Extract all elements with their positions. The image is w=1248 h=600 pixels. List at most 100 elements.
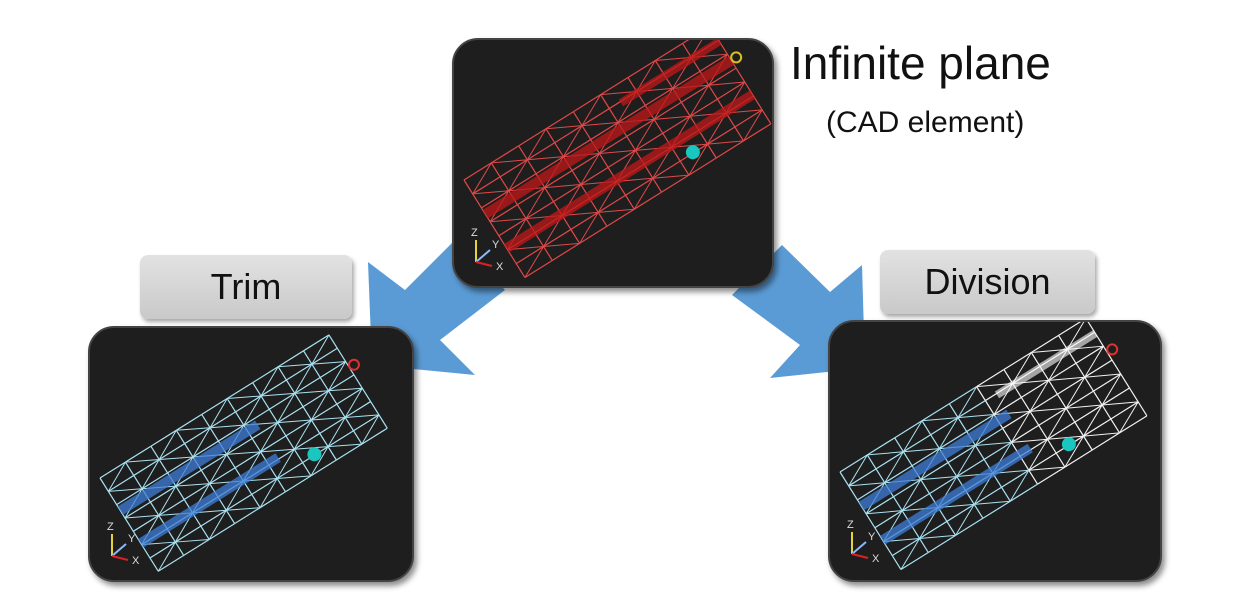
mesh-line: [654, 42, 683, 61]
mesh-line: [226, 507, 261, 511]
mesh-line: [927, 534, 956, 553]
mesh-line: [176, 427, 211, 431]
mesh-line: [472, 190, 509, 195]
mesh-line: [865, 496, 894, 515]
mesh-line: [544, 170, 573, 189]
mesh-line: [581, 121, 619, 127]
axis-label-x: X: [132, 555, 140, 567]
mesh-line: [617, 104, 646, 123]
mesh-line: [636, 60, 656, 92]
mesh-line: [108, 488, 143, 492]
mesh-line: [975, 441, 1012, 446]
mesh-line: [1110, 401, 1139, 420]
mesh-line: [993, 396, 1022, 415]
mesh-line: [1102, 401, 1139, 406]
mesh-line: [1084, 345, 1104, 378]
mesh-line: [200, 509, 227, 527]
mesh-line: [175, 538, 210, 543]
mesh-line: [543, 228, 572, 248]
trim-label-text: Trim: [210, 266, 282, 307]
mesh-line: [225, 493, 253, 511]
mesh-line: [481, 190, 510, 209]
mesh-line: [226, 437, 253, 455]
mesh-line: [581, 108, 610, 127]
mesh-division: ZYX: [839, 322, 1148, 571]
mesh-line: [982, 500, 1011, 519]
mesh-line: [983, 441, 1012, 460]
mesh-line: [159, 456, 194, 461]
mesh-line: [184, 427, 211, 445]
mesh-line: [310, 390, 329, 421]
mesh-line: [957, 400, 986, 419]
mesh-line: [252, 366, 279, 384]
mesh-line: [293, 432, 321, 450]
mesh-line: [839, 454, 868, 473]
division-label: Division: [880, 250, 1095, 314]
mesh-line: [903, 448, 940, 453]
mesh-line: [606, 208, 635, 227]
cad-marker: [307, 447, 322, 462]
mesh-line: [635, 119, 655, 151]
mesh-line: [571, 152, 600, 172]
mesh-line: [579, 212, 599, 244]
mesh-line: [1009, 469, 1030, 502]
mesh-line: [645, 87, 674, 106]
mesh-line: [260, 422, 279, 453]
mesh-line: [875, 451, 904, 470]
mesh-group: [99, 334, 388, 572]
mesh-line: [708, 67, 737, 86]
mesh-line: [867, 437, 895, 456]
mesh-line: [175, 469, 202, 487]
mesh-line: [141, 459, 160, 490]
mesh-line: [572, 111, 635, 210]
mesh-line: [1028, 466, 1065, 471]
mesh-line: [353, 414, 380, 432]
mesh-line: [1037, 466, 1066, 485]
mesh-line: [1083, 418, 1112, 437]
mesh-line: [527, 142, 556, 161]
x-axis: [111, 555, 129, 561]
axis-label-y: Y: [492, 239, 500, 251]
mesh-line: [463, 162, 492, 181]
mesh-line: [1021, 379, 1050, 398]
mesh-line: [526, 128, 547, 161]
mesh-line: [192, 440, 219, 458]
mesh-line: [625, 177, 654, 196]
mesh-line: [1101, 387, 1130, 406]
mesh-line: [208, 523, 235, 540]
mesh-line: [920, 462, 949, 481]
mesh-line: [894, 437, 957, 536]
mesh-line: [243, 395, 262, 426]
mesh-line: [336, 387, 363, 405]
axis-label-x: X: [872, 553, 880, 565]
mesh-line: [361, 427, 388, 445]
mesh-line: [966, 413, 995, 433]
mesh-line: [957, 413, 995, 419]
mesh-line: [1047, 435, 1084, 440]
mesh-line: [572, 94, 601, 113]
mesh-line: [1011, 424, 1040, 443]
mesh-line: [259, 478, 278, 508]
mesh-line: [158, 443, 185, 461]
mesh-line: [491, 159, 528, 164]
mesh-line: [260, 379, 287, 397]
mesh-line: [955, 517, 984, 536]
mesh-line: [976, 369, 1005, 388]
mesh-line: [158, 485, 177, 516]
mesh-line: [192, 427, 211, 458]
mesh-line: [1029, 393, 1058, 412]
mesh-line: [525, 187, 546, 219]
mesh-line: [294, 446, 329, 450]
mesh-line: [662, 115, 691, 134]
mesh-line: [600, 90, 637, 96]
mesh-line: [562, 125, 583, 157]
mesh-line: [635, 132, 664, 151]
mesh-band: [504, 90, 756, 253]
mesh-line: [150, 429, 177, 447]
mesh-line: [1084, 373, 1121, 378]
mesh-line: [498, 218, 527, 237]
mesh-line: [929, 475, 958, 495]
mesh-line: [310, 446, 329, 477]
mesh-line: [175, 525, 202, 543]
